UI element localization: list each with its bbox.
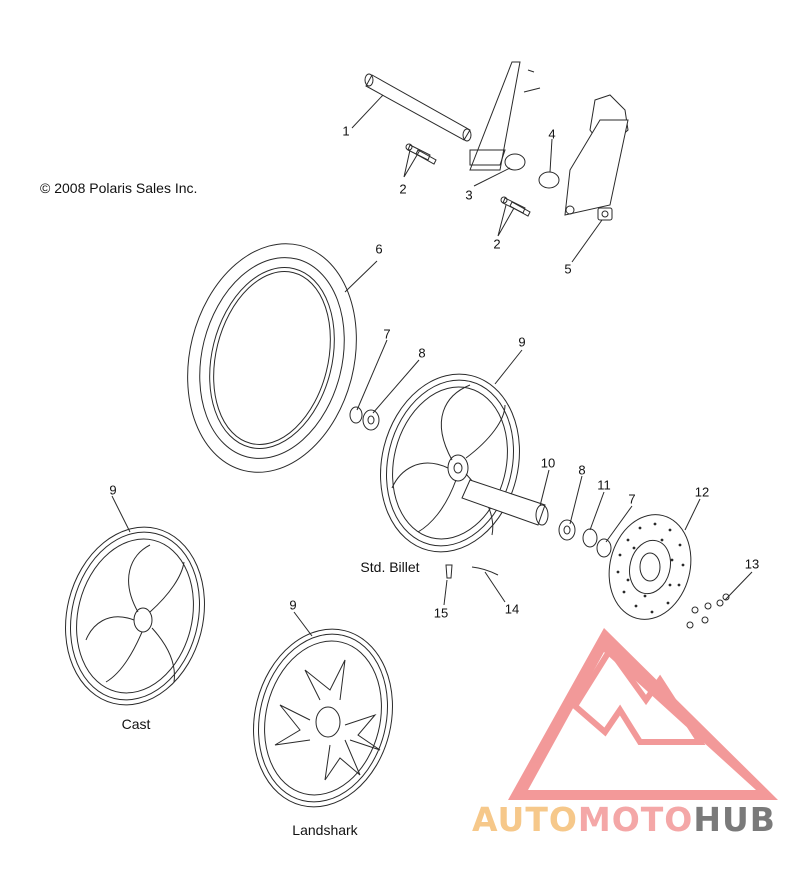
callout-2: 2 (493, 236, 501, 252)
left-fork-leg (469, 61, 541, 171)
brake-rotor (608, 514, 692, 620)
wheel-cast (65, 526, 205, 706)
watermark-part-3: HUB (693, 800, 776, 839)
callout-8: 8 (418, 345, 426, 361)
tire (187, 243, 357, 473)
caption-std-billet: Std. Billet (360, 559, 420, 575)
pinch-bolt-upper (405, 143, 437, 165)
balance-weight (471, 566, 499, 576)
axle-nut (597, 207, 613, 221)
callout-7: 7 (628, 491, 636, 507)
bearing-left (362, 409, 380, 431)
seal-right (596, 538, 612, 558)
wheel-landshark (253, 628, 393, 808)
callout-4: 4 (548, 126, 556, 142)
bearing-right (558, 519, 576, 541)
watermark-part-2: MOTO (577, 800, 694, 839)
callout-2: 2 (399, 181, 407, 197)
callout-11: 11 (597, 477, 611, 493)
callout-9: 9 (289, 597, 297, 613)
spacer-left (504, 153, 526, 171)
watermark-text: AUTOMOTOHUB (472, 800, 776, 839)
leader-lines (111, 94, 753, 637)
callout-8: 8 (578, 462, 586, 478)
callout-9: 9 (518, 334, 526, 350)
callout-3: 3 (465, 187, 473, 203)
pinch-bolt-lower (500, 196, 531, 217)
callout-10: 10 (540, 455, 556, 471)
callout-12: 12 (694, 484, 710, 500)
watermark-logo (508, 628, 778, 800)
rotor-bolts (686, 593, 730, 629)
caption-cast: Cast (121, 716, 151, 732)
callout-14: 14 (504, 601, 520, 617)
spacer-right (538, 171, 560, 189)
callout-1: 1 (342, 123, 350, 139)
snap-ring (582, 528, 598, 548)
copyright-notice: © 2008 Polaris Sales Inc. (40, 180, 198, 196)
wheel-std-billet (380, 373, 520, 553)
axle (364, 73, 472, 142)
caption-landshark: Landshark (292, 822, 358, 838)
callout-6: 6 (375, 241, 383, 257)
callout-5: 5 (564, 261, 572, 277)
seal-left (349, 406, 363, 424)
right-fork-leg (564, 94, 629, 216)
callout-7: 7 (383, 326, 391, 342)
axle-spacer (461, 479, 549, 526)
callout-15: 15 (433, 605, 449, 621)
valve-stem (445, 564, 453, 579)
watermark-part-1: AUTO (472, 800, 578, 839)
callout-13: 13 (744, 556, 760, 572)
callout-9: 9 (109, 482, 117, 498)
